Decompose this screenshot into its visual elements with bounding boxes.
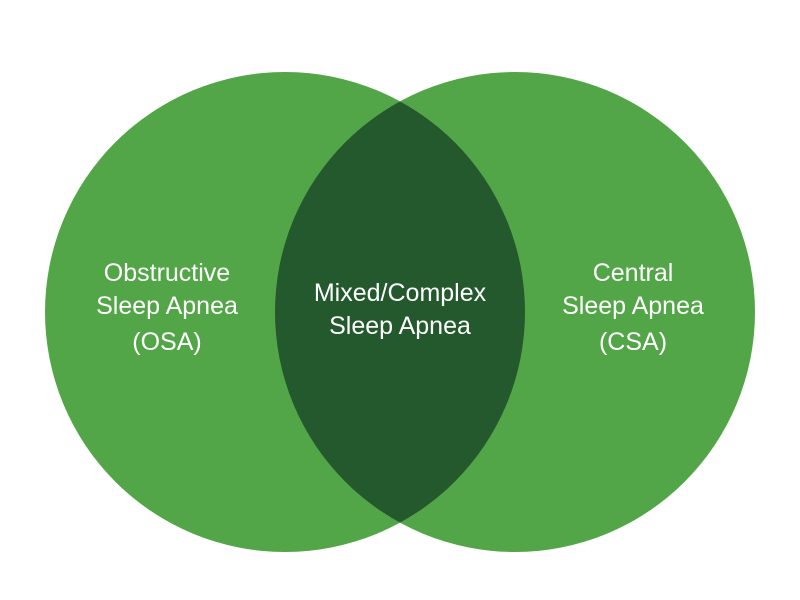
intersection-label-line-1: Mixed/Complex — [314, 279, 487, 307]
csa-label-line-3: (CSA) — [599, 328, 667, 356]
osa-label-line-3: (OSA) — [132, 328, 201, 356]
osa-label-line-2: Sleep Apnea — [96, 292, 238, 320]
intersection-label-line-2: Sleep Apnea — [329, 312, 471, 340]
osa-label: Obstructive Sleep Apnea (OSA) — [96, 259, 238, 356]
osa-label-line-1: Obstructive — [104, 259, 230, 287]
intersection-label: Mixed/Complex Sleep Apnea — [314, 279, 487, 340]
csa-label-line-1: Central — [593, 259, 674, 287]
csa-label: Central Sleep Apnea (CSA) — [562, 259, 704, 356]
csa-label-line-2: Sleep Apnea — [562, 292, 704, 320]
overlap-region — [275, 72, 525, 552]
